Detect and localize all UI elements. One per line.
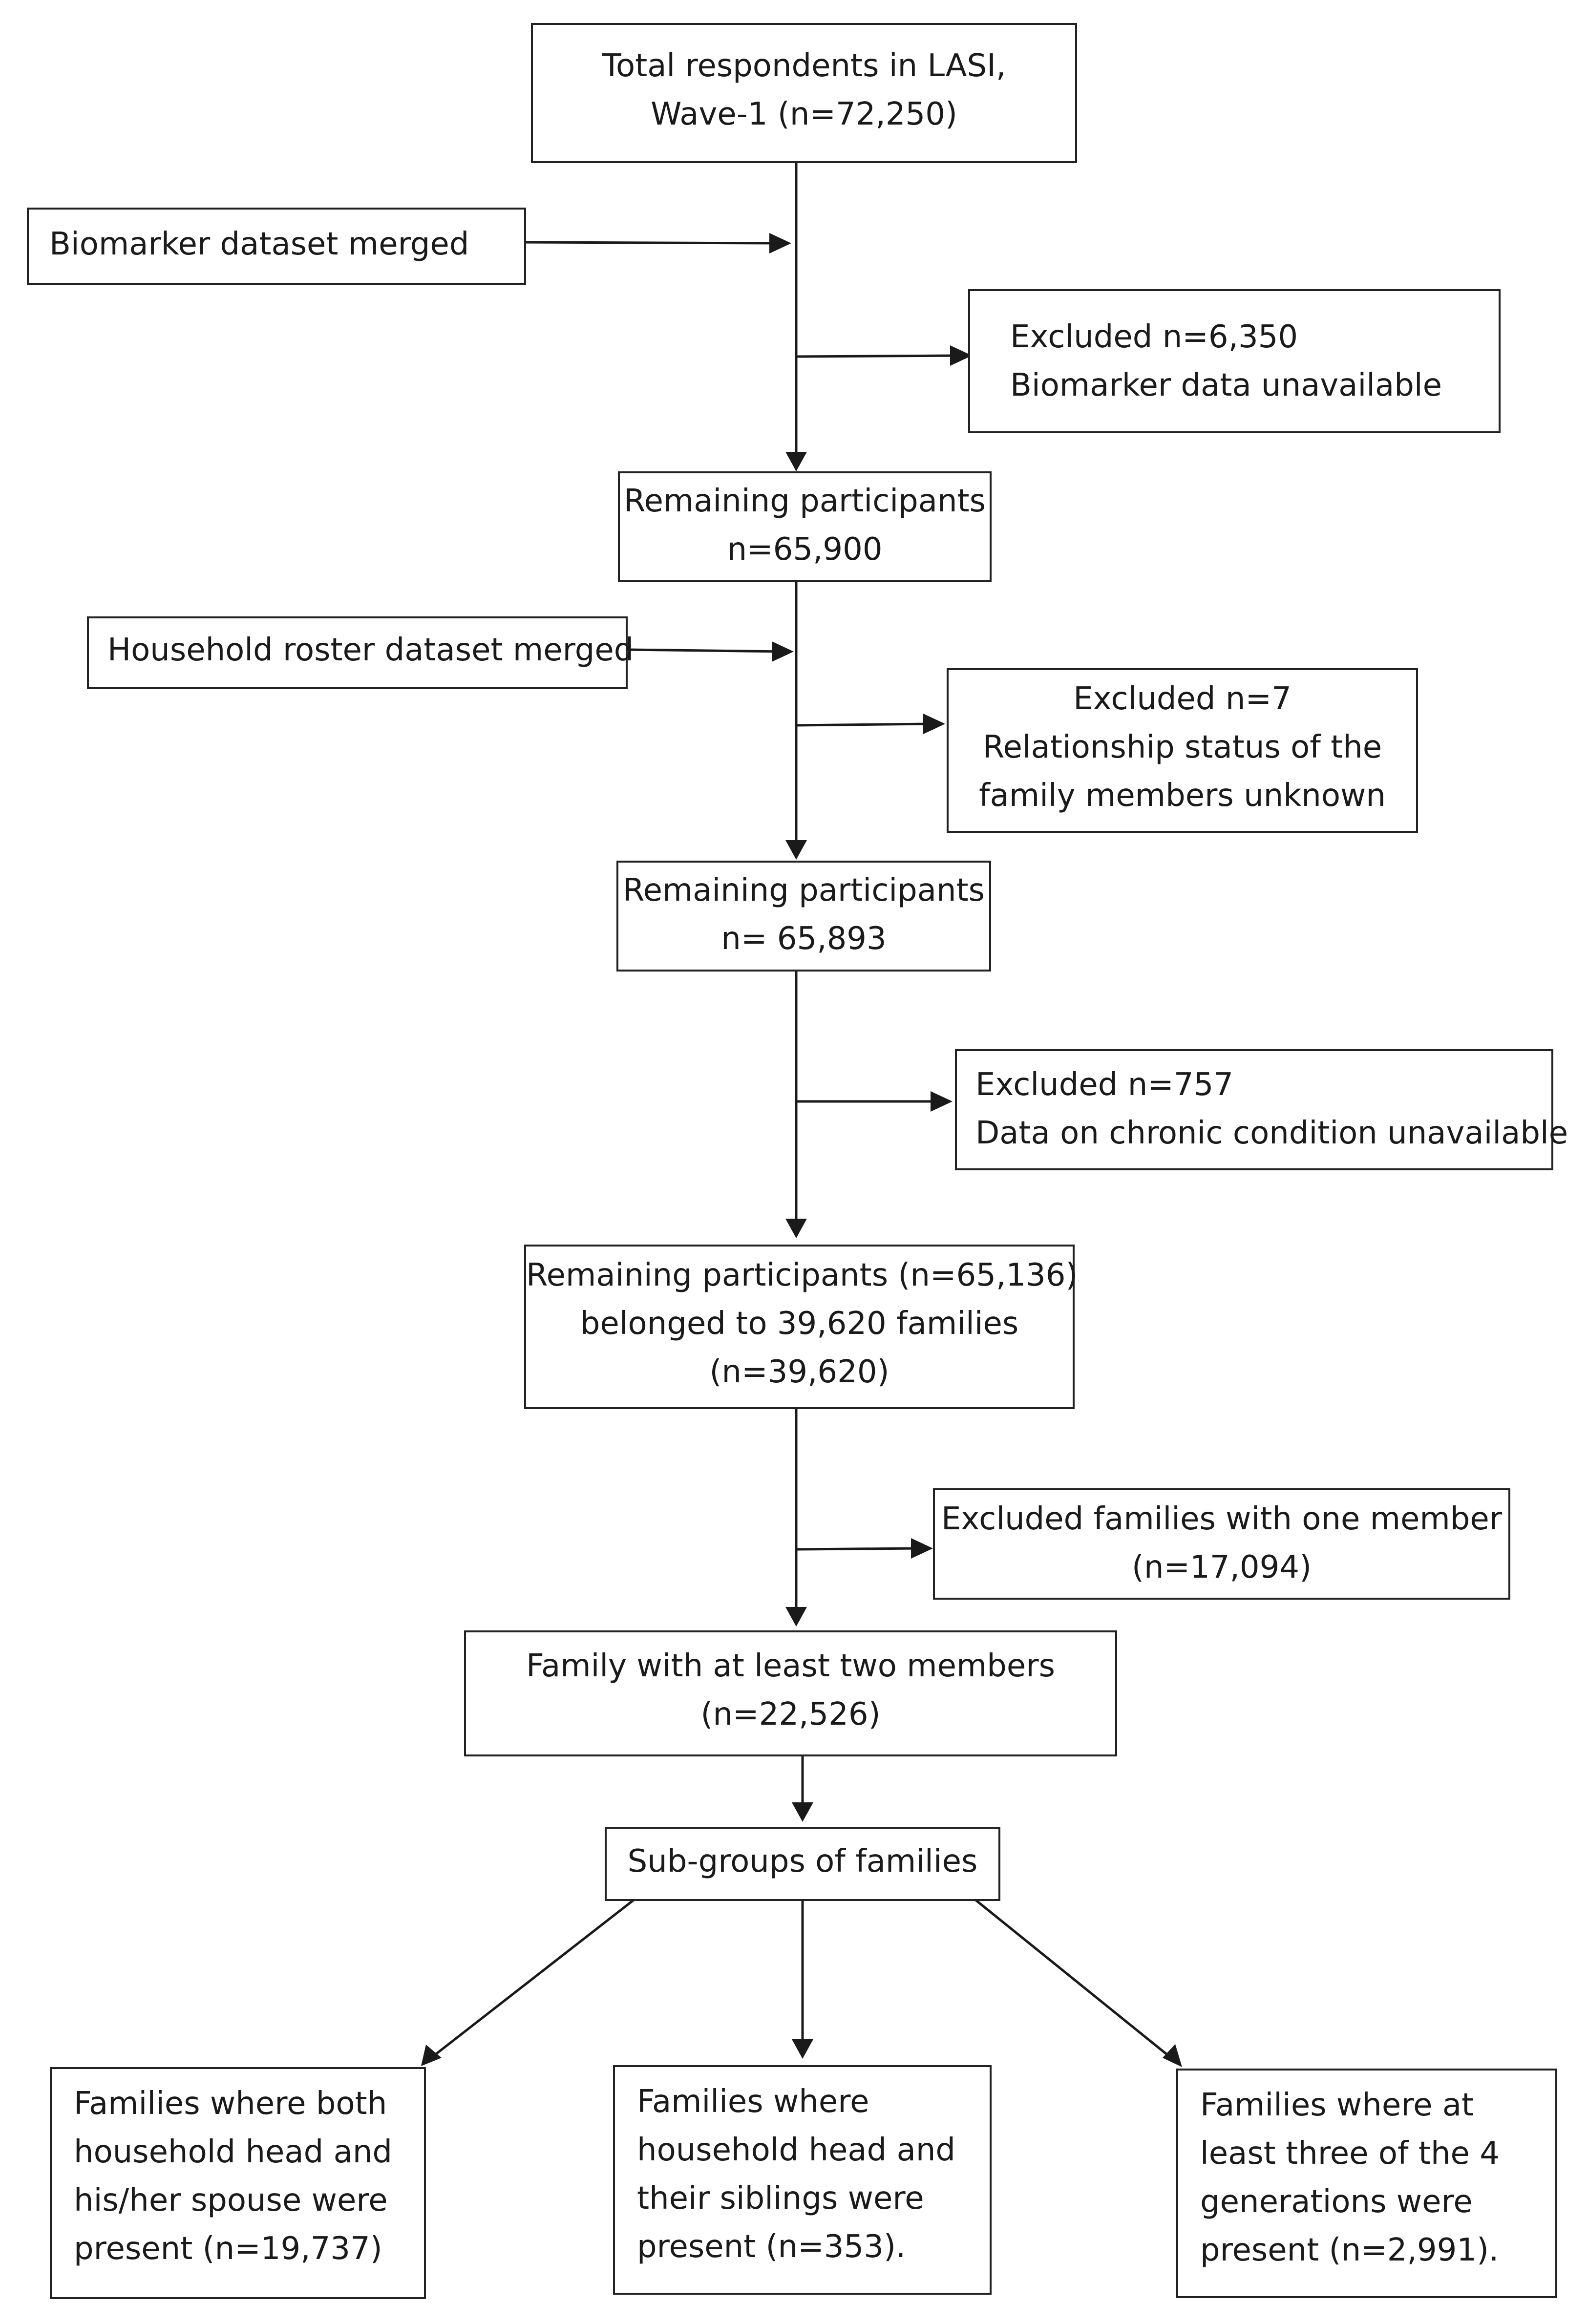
box-spouse-group: Families where both household head and h… bbox=[50, 2067, 426, 2299]
arrow-subgroups-to-generation bbox=[969, 1894, 1173, 2060]
box-line: (n=22,526) bbox=[700, 1696, 881, 1732]
box-line: Biomarker data unavailable bbox=[1010, 367, 1442, 403]
box-line: Excluded n=7 bbox=[1073, 681, 1292, 717]
box-line: family members unknown bbox=[979, 778, 1386, 814]
box-excluded-biomarker: Excluded n=6,350 Biomarker data unavaila… bbox=[968, 289, 1501, 433]
box-line: present (n=353). bbox=[637, 2229, 906, 2265]
box-line: Remaining participants bbox=[623, 483, 986, 519]
box-line: Relationship status of the bbox=[982, 729, 1382, 765]
box-line: Data on chronic condition unavailable bbox=[975, 1115, 1568, 1151]
box-line: Excluded n=6,350 bbox=[1010, 319, 1298, 355]
arrow-subgroups-to-spouse bbox=[429, 1894, 641, 2060]
box-generation-group: Families where at least three of the 4 g… bbox=[1176, 2069, 1557, 2298]
box-line: Family with at least two members bbox=[526, 1648, 1055, 1684]
box-remaining-participants-3: Remaining participants (n=65,136) belong… bbox=[524, 1245, 1078, 1409]
box-line: Biomarker dataset merged bbox=[49, 226, 469, 262]
box-two-members: Family with at least two members (n=22,5… bbox=[464, 1630, 1117, 1756]
box-line: least three of the 4 bbox=[1200, 2135, 1500, 2172]
box-line: n=65,900 bbox=[727, 531, 883, 568]
box-line: his/her spouse were bbox=[74, 2182, 388, 2218]
box-line: Remaining participants (n=65,136) bbox=[526, 1257, 1078, 1293]
arrow-to-excluded-biomarker bbox=[796, 354, 958, 358]
arrow-to-excluded-one-member bbox=[796, 1547, 919, 1551]
box-subgroups: Sub-groups of families bbox=[605, 1827, 1000, 1901]
box-total-respondents: Total respondents in LASI, Wave-1 (n=72,… bbox=[531, 23, 1077, 163]
box-line: present (n=19,737) bbox=[74, 2231, 382, 2267]
box-biomarker-merged: Biomarker dataset merged bbox=[27, 208, 526, 285]
box-line: Remaining participants bbox=[622, 872, 985, 908]
box-line: Families where bbox=[637, 2084, 869, 2120]
box-line: n= 65,893 bbox=[721, 921, 887, 957]
box-line: generations were bbox=[1200, 2184, 1473, 2220]
arrow-to-excluded-relationship bbox=[796, 722, 931, 727]
box-line: Excluded n=757 bbox=[975, 1067, 1234, 1103]
box-line: Families where at bbox=[1200, 2087, 1474, 2123]
box-line: household head and bbox=[637, 2132, 955, 2168]
box-line: Wave-1 (n=72,250) bbox=[651, 96, 957, 132]
box-sibling-group: Families where household head and their … bbox=[613, 2065, 992, 2295]
box-line: Sub-groups of families bbox=[627, 1843, 978, 1880]
box-line: (n=39,620) bbox=[709, 1354, 889, 1390]
box-household-roster-merged: Household roster dataset merged bbox=[87, 616, 634, 689]
box-line: Total respondents in LASI, bbox=[602, 48, 1006, 84]
box-line: present (n=2,991). bbox=[1200, 2232, 1499, 2268]
box-line: household head and bbox=[74, 2134, 392, 2170]
box-line: their siblings were bbox=[637, 2180, 924, 2217]
box-remaining-participants-1: Remaining participants n=65,900 bbox=[618, 471, 992, 582]
arrow-biomarker-merge bbox=[525, 241, 782, 245]
arrow-roster-merge bbox=[626, 648, 784, 653]
box-excluded-chronic: Excluded n=757 Data on chronic condition… bbox=[955, 1049, 1568, 1170]
box-excluded-one-member: Excluded families with one member (n=17,… bbox=[933, 1488, 1510, 1600]
box-excluded-relationship: Excluded n=7 Relationship status of the … bbox=[947, 668, 1418, 833]
box-line: Families where both bbox=[74, 2086, 387, 2122]
box-line: Excluded families with one member bbox=[941, 1501, 1503, 1537]
box-line: belonged to 39,620 families bbox=[580, 1306, 1019, 1342]
box-line: Household roster dataset merged bbox=[107, 632, 634, 668]
box-remaining-participants-2: Remaining participants n= 65,893 bbox=[616, 861, 991, 972]
box-line: (n=17,094) bbox=[1131, 1549, 1312, 1585]
